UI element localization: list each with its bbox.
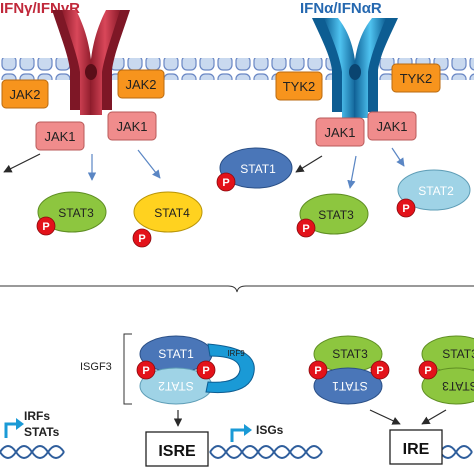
svg-text:STAT4: STAT4 (154, 206, 190, 220)
irf9: IRF9 (205, 343, 255, 394)
ifna-receptor (312, 18, 398, 118)
svg-text:TYK2: TYK2 (400, 71, 433, 86)
arrow-to-stat3-right (347, 155, 357, 189)
dimer-right-stat3-top: STAT3 (421, 335, 474, 373)
phospho-isgf3-right: P (196, 360, 216, 380)
svg-text:P: P (376, 365, 383, 377)
phospho-stat2-right: P (396, 198, 416, 218)
stat3-right: STAT3 (299, 193, 369, 235)
isgf3-stat1: STAT1 (139, 335, 213, 373)
jak2-left: JAK2 (1, 79, 49, 109)
svg-text:STAT3: STAT3 (332, 347, 368, 361)
svg-text:ISRE: ISRE (158, 443, 196, 460)
svg-text:TYK2: TYK2 (283, 79, 316, 94)
svg-text:STAT1: STAT1 (158, 347, 194, 361)
transcription-arrowhead-mid-icon (244, 424, 252, 436)
arrow-mid-to-ire (369, 409, 401, 425)
jak2-right-of-left-receptor: JAK2 (117, 69, 165, 99)
isgf3-label: ISGF3 (80, 361, 112, 373)
svg-text:IRF9: IRF9 (227, 349, 245, 358)
svg-text:STAT2: STAT2 (418, 184, 454, 198)
dna-strand-left (0, 445, 65, 459)
svg-text:STAT2: STAT2 (158, 379, 194, 393)
svg-text:JAK1: JAK1 (44, 129, 75, 144)
svg-text:STAT1: STAT1 (332, 379, 368, 393)
dimer-mid-stat3: STAT3 (313, 335, 383, 373)
phospho-stat1-right: P (216, 172, 236, 192)
label-isgs: ISGs (256, 423, 284, 437)
stat4: STAT4 (133, 191, 203, 233)
jak1-left-a: JAK1 (35, 121, 85, 151)
receptor-title-right: IFNα/IFNαR (300, 0, 382, 17)
transcription-arrow-mid-icon (230, 428, 246, 442)
svg-text:STAT3: STAT3 (442, 379, 474, 393)
svg-text:STAT1: STAT1 (240, 162, 276, 176)
ire-box: IRE (389, 429, 443, 465)
stat3-left: STAT3 (37, 191, 107, 233)
svg-text:JAK1: JAK1 (324, 125, 355, 140)
svg-text:P: P (402, 203, 409, 215)
section-brace (0, 285, 474, 293)
svg-text:STAT3: STAT3 (442, 347, 474, 361)
jak1-right-b: JAK1 (367, 111, 417, 141)
svg-text:JAK2: JAK2 (9, 87, 40, 102)
phospho-right-dimer: P (418, 360, 438, 380)
dna-strand-right (439, 445, 473, 459)
svg-text:P: P (314, 365, 321, 377)
jak1-left-b: JAK1 (107, 111, 157, 141)
arrow-to-stat4 (137, 149, 161, 179)
stat2-right: STAT2 (397, 169, 471, 211)
dimer-right-stat3-bottom: STAT3 (421, 367, 474, 405)
transcription-arrowhead-left-icon (16, 418, 24, 430)
jak1-right-a: JAK1 (315, 117, 365, 147)
svg-text:P: P (424, 365, 431, 377)
tyk2-left: TYK2 (275, 71, 323, 101)
arrow-to-stat2-right (391, 147, 405, 167)
dimer-mid-stat1: STAT1 (313, 367, 383, 405)
phospho-isgf3-left: P (136, 360, 156, 380)
label-irfs: IRFs (24, 409, 50, 423)
label-stats: STATs (24, 425, 60, 439)
arrow-to-offscreen (3, 153, 41, 173)
phospho-stat3-left: P (36, 216, 56, 236)
svg-text:P: P (222, 177, 229, 189)
svg-text:P: P (202, 365, 209, 377)
svg-text:JAK1: JAK1 (116, 119, 147, 134)
svg-text:STAT3: STAT3 (318, 208, 354, 222)
tyk2-right: TYK2 (391, 63, 441, 93)
transcription-arrow-left-icon (4, 422, 18, 438)
svg-text:JAK2: JAK2 (125, 77, 156, 92)
svg-text:P: P (142, 365, 149, 377)
isre-box: ISRE (145, 431, 209, 467)
ifng-receptor (52, 10, 130, 115)
isgf3-stat2: STAT2 (139, 367, 213, 405)
phospho-stat4: P (132, 228, 152, 248)
phospho-mid-right: P (370, 360, 390, 380)
svg-text:P: P (42, 221, 49, 233)
svg-text:P: P (138, 233, 145, 245)
svg-text:P: P (302, 223, 309, 235)
phospho-stat3-right: P (296, 218, 316, 238)
svg-text:IRE: IRE (403, 441, 430, 458)
svg-text:JAK1: JAK1 (376, 119, 407, 134)
arrow-to-stat1-right (295, 155, 323, 173)
dna-strand-middle (209, 445, 323, 459)
isgf3-bracket (123, 333, 132, 405)
phospho-mid-left: P (308, 360, 328, 380)
arrow-right-to-ire (421, 409, 447, 425)
stat1-right: STAT1 (219, 147, 293, 189)
svg-text:STAT3: STAT3 (58, 206, 94, 220)
